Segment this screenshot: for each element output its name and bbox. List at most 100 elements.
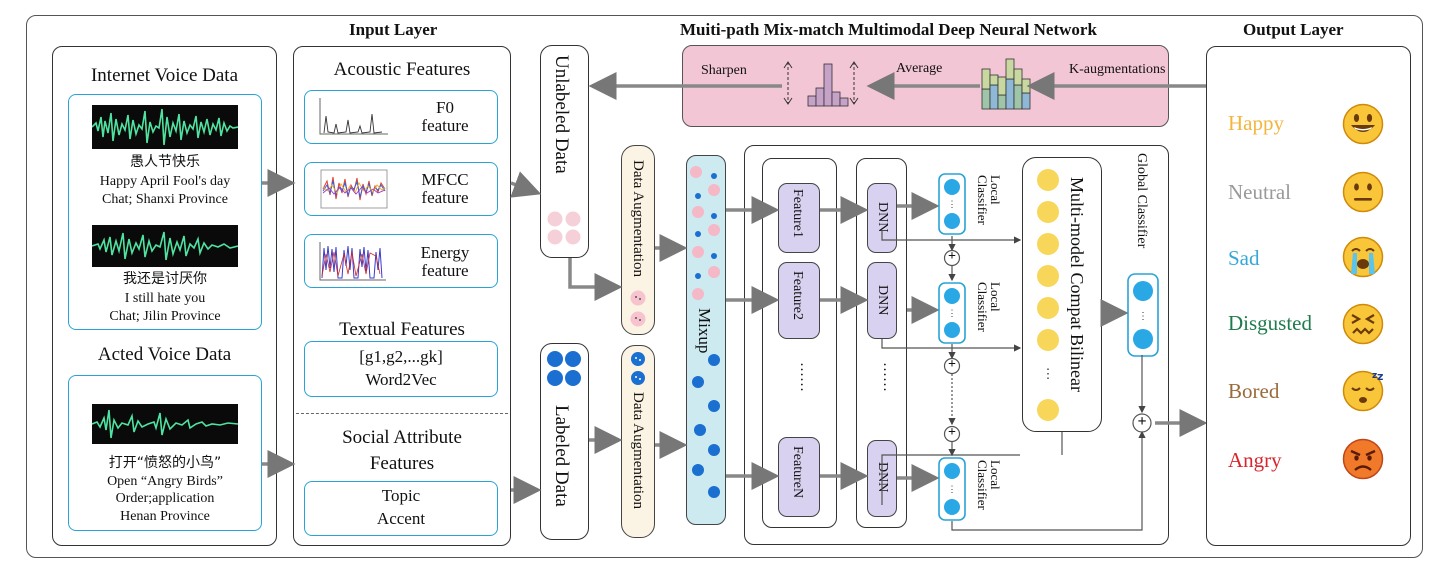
mixup-label: Mixup [695, 308, 714, 354]
social-box [304, 481, 498, 536]
internet-voice-title: Internet Voice Data [90, 65, 239, 86]
sample1-chinese: 愚人节快乐 [130, 154, 200, 170]
f0-plot-icon [319, 98, 388, 135]
f0-label-2: feature [421, 116, 469, 135]
disgusted-face-icon [1342, 303, 1384, 345]
data-aug-top-label: Data Augmentation [630, 160, 646, 278]
emotion-label-angry: Angry [1228, 448, 1282, 472]
emotion-label-sad: Sad [1228, 246, 1260, 270]
svg-text:⋮: ⋮ [1042, 366, 1055, 381]
dnn2-pill [867, 262, 897, 339]
aug-bottom-faces-icon [631, 352, 645, 385]
acoustic-title: Acoustic Features [333, 59, 471, 80]
feature2-label: Feature2 [790, 271, 805, 320]
energy-label-2: feature [421, 261, 469, 280]
waveform-3 [92, 404, 238, 444]
textual-title: Textual Features [339, 319, 465, 340]
dnn2-label: DNN [875, 285, 890, 316]
k-augmentations-label: K-augmentations [1069, 62, 1166, 77]
featuren-label: FeatureN [790, 446, 805, 499]
compact-bilinear-label: Multi-model Compat Bilinear [1067, 177, 1087, 392]
social-line2: Accent [376, 509, 426, 528]
f0-feature-box [304, 90, 498, 144]
local-classifier-2-nodes: ⋮ [938, 282, 966, 344]
emotion-label-happy: Happy [1228, 111, 1284, 135]
plus-3: + [948, 425, 956, 440]
unlabeled-data-label: Unlabeled Data [551, 55, 572, 174]
svg-text:z: z [1377, 370, 1383, 383]
social-title-1: Social Attribute [342, 427, 462, 448]
dnn1-label: DNN [875, 202, 890, 233]
outer-frame [26, 15, 1423, 558]
sample2-line2: Chat; Jilin Province [109, 309, 221, 324]
input-divider [296, 413, 508, 414]
sample3-line3: Henan Province [120, 509, 210, 524]
emotion-label-neutral: Neutral [1228, 180, 1291, 204]
textual-line1: [g1,g2,...gk] [359, 347, 443, 366]
local-classifier-n-label: Local Classifier [975, 460, 1003, 510]
waveform-1 [92, 105, 238, 149]
feature2-pill [778, 262, 820, 339]
sample2-line1: I still hate you [124, 291, 206, 306]
svg-text:⋮: ⋮ [948, 308, 957, 318]
sample2-chinese: 我还是讨厌你 [123, 271, 207, 287]
input-layer-header: Input Layer [349, 20, 438, 39]
data-augmentation-top [621, 145, 655, 335]
mfcc-label-2: feature [421, 188, 469, 207]
svg-text:⋮: ⋮ [1138, 311, 1148, 322]
svg-text:⋮: ⋮ [948, 484, 957, 494]
plus-2: + [948, 357, 956, 372]
unlabeled-dots-icon [547, 211, 581, 245]
sharpen-histogram-icon [783, 61, 859, 107]
plus-1: + [948, 249, 956, 264]
sample1-line1: Happy April Fool's day [99, 174, 231, 189]
angry-face-icon [1342, 438, 1384, 480]
feature-dots: ······ [793, 362, 809, 392]
network-header: Muiti-path Mix-match Multimodal Deep Neu… [680, 20, 1097, 39]
sharpen-label: Sharpen [701, 63, 747, 78]
compact-bilinear-box [1022, 157, 1102, 432]
happy-face-icon [1342, 103, 1384, 145]
labeled-data-label: Labeled Data [551, 405, 572, 507]
acted-sample-box [68, 375, 262, 531]
labeled-dots-icon [547, 351, 581, 386]
sample3-line2: Order;application [115, 491, 215, 506]
local-classifier-2-label: Local Classifier [975, 282, 1003, 332]
compact-bilinear-nodes: ⋮ [1037, 169, 1059, 421]
sample1-line2: Chat; Shanxi Province [102, 192, 228, 207]
emotion-label-disgusted: Disgusted [1228, 311, 1312, 335]
dnn-dots: ······ [876, 362, 892, 392]
acted-voice-title: Acted Voice Data [97, 344, 232, 365]
svg-text:z: z [1372, 371, 1377, 381]
sample3-line1: Open “Angry Birds” [107, 474, 223, 489]
crying-face-icon [1342, 236, 1384, 278]
mixup-dots-icon [690, 166, 720, 498]
average-label: Average [896, 61, 943, 76]
neutral-face-icon [1342, 171, 1384, 213]
social-line1: Topic [381, 486, 421, 505]
waveform-2 [92, 225, 238, 267]
output-layer-header: Output Layer [1243, 20, 1344, 39]
sample3-chinese: 打开“愤怒的小鸟” [108, 455, 222, 471]
feature1-label: Feature1 [790, 189, 805, 238]
social-title-2: Features [369, 453, 435, 474]
data-aug-bottom-label: Data Augmentation [630, 392, 646, 510]
textual-box [304, 341, 498, 397]
unlabeled-data-box [540, 45, 589, 258]
energy-plot-icon [319, 242, 386, 281]
energy-label-1: Energy [420, 243, 470, 262]
global-classifier-label: Global Classifier [1134, 153, 1149, 249]
emotion-label-bored: Bored [1228, 379, 1280, 403]
mfcc-plot-icon [320, 169, 388, 209]
average-histogram-icon [981, 58, 1031, 110]
f0-label-1: F0 [436, 98, 454, 117]
svg-text:⋮: ⋮ [948, 199, 957, 209]
sleepy-face-icon: z z [1342, 370, 1383, 412]
mfcc-label-1: MFCC [421, 170, 469, 189]
plus-global: + [1137, 413, 1147, 430]
textual-line2: Word2Vec [365, 370, 437, 389]
aug-top-faces-icon [630, 290, 646, 327]
local-classifier-1-label: Local Classifier [975, 175, 1003, 225]
energy-feature-box [304, 234, 498, 288]
